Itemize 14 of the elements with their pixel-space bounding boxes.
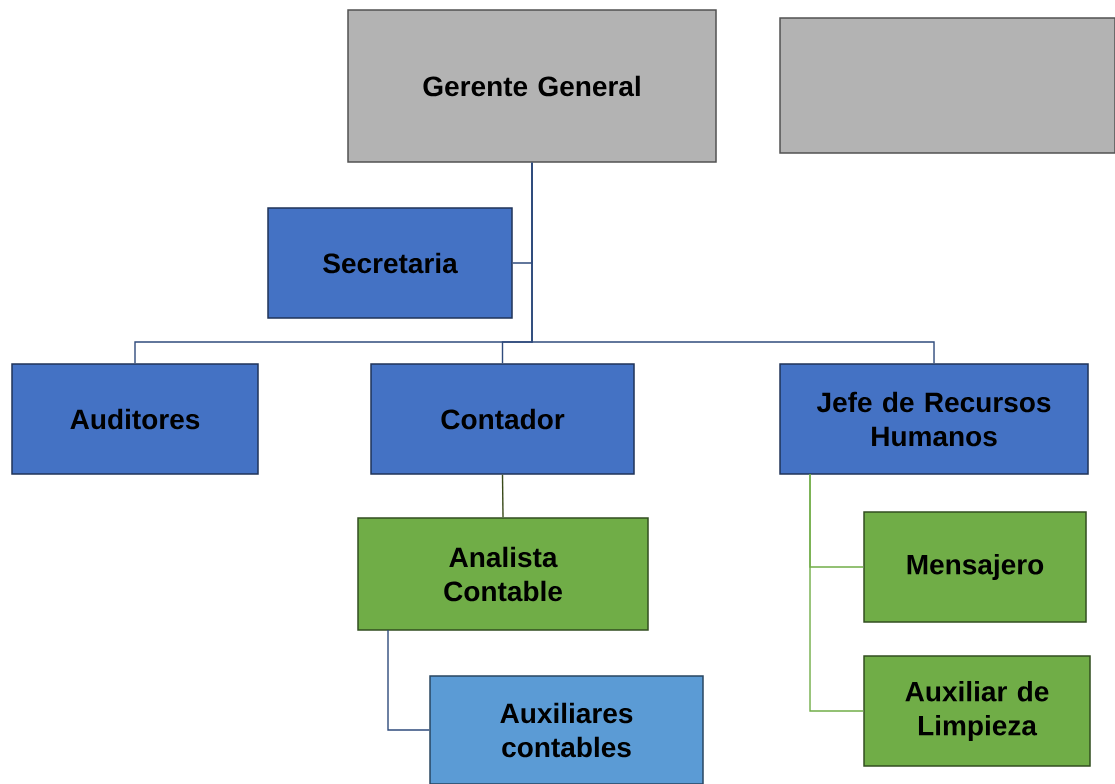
org-box: Mensajero xyxy=(863,511,1087,623)
connector-line xyxy=(531,162,935,364)
org-box: Jefe de Recursos Humanos xyxy=(779,363,1089,475)
empty-box xyxy=(779,17,1115,154)
org-box: Auditores xyxy=(11,363,259,475)
connector-line xyxy=(809,473,864,712)
org-box: Auxiliar de Limpieza xyxy=(863,655,1091,767)
connector-line xyxy=(501,474,504,518)
org-box: Auxiliares contables xyxy=(429,675,704,784)
org-box: Secretaria xyxy=(267,207,513,319)
connector-line xyxy=(387,629,430,731)
org-box: Contador xyxy=(370,363,635,475)
org-box: Analista Contable xyxy=(357,517,649,631)
org-box: Gerente General xyxy=(347,9,717,163)
